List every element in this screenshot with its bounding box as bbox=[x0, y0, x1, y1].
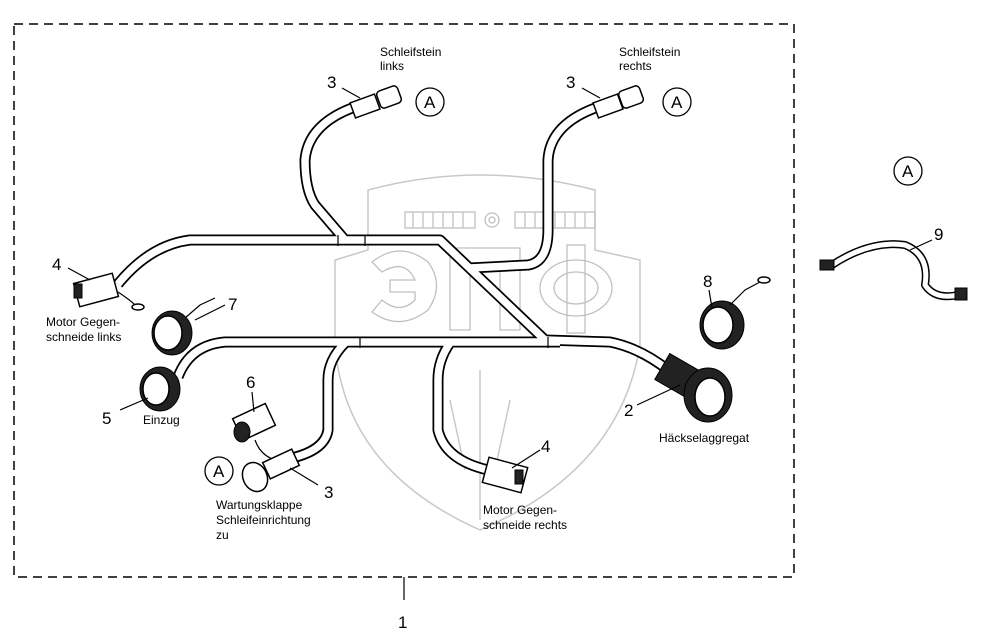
callout-number-4-right: 4 bbox=[541, 437, 550, 456]
label-schleifstein-rechts-2: rechts bbox=[619, 59, 652, 73]
callout-number-5: 5 bbox=[102, 409, 111, 428]
callout-number-4-left: 4 bbox=[52, 255, 61, 274]
connector-2 bbox=[654, 352, 733, 423]
connector-8-cap bbox=[699, 276, 771, 350]
label-motor-links-1: Motor Gegen- bbox=[46, 315, 120, 329]
connector-3-left bbox=[349, 85, 403, 119]
callout-number-3-right: 3 bbox=[566, 73, 575, 92]
watermark-logo bbox=[334, 174, 641, 531]
ref-a-right: A bbox=[662, 87, 692, 117]
watermark-top-lettering bbox=[404, 211, 596, 229]
label-wartungsklappe-1: Wartungsklappe bbox=[216, 498, 303, 512]
callout-number-7: 7 bbox=[228, 295, 237, 314]
label-schleifstein-links-1: Schleifstein bbox=[380, 45, 441, 59]
connector-7-cap bbox=[151, 297, 216, 356]
svg-text:A: A bbox=[213, 462, 225, 481]
label-wartungsklappe-3: zu bbox=[216, 528, 229, 542]
connector-4-right bbox=[481, 456, 529, 494]
ref-a-part-9: A bbox=[893, 156, 923, 186]
callout-number-9: 9 bbox=[934, 225, 943, 244]
label-haeckselaggregat: Häckselaggregat bbox=[659, 431, 750, 445]
label-wartungsklappe-2: Schleifeinrichtung bbox=[216, 513, 311, 527]
ref-a-bottom: A bbox=[204, 456, 234, 486]
svg-text:A: A bbox=[424, 93, 436, 112]
connector-3-bottom bbox=[241, 448, 301, 493]
connector-5 bbox=[139, 366, 181, 412]
callout-labels: Schleifstein links Schleifstein rechts M… bbox=[46, 45, 750, 542]
callout-number-8: 8 bbox=[703, 272, 712, 291]
connector-6 bbox=[231, 402, 286, 463]
harness-cables bbox=[113, 102, 959, 476]
label-motor-links-2: schneide links bbox=[46, 330, 121, 344]
assembly-frame bbox=[13, 23, 795, 578]
callout-number-3-bottom: 3 bbox=[324, 483, 333, 502]
label-motor-rechts-1: Motor Gegen- bbox=[483, 503, 557, 517]
connector-4-left bbox=[72, 272, 145, 311]
label-motor-rechts-2: schneide rechts bbox=[483, 518, 567, 532]
svg-text:A: A bbox=[902, 162, 914, 181]
callout-numbers: 3 3 4 7 5 6 3 4 8 2 9 bbox=[52, 73, 943, 502]
watermark-letter-e bbox=[371, 250, 438, 323]
reference-markers: A A A A bbox=[204, 87, 923, 486]
watermark-letter-f bbox=[539, 244, 613, 334]
leader-lines bbox=[67, 87, 933, 486]
callout-number-2: 2 bbox=[624, 401, 633, 420]
label-einzug: Einzug bbox=[143, 413, 180, 427]
connector-9 bbox=[819, 259, 968, 301]
svg-text:A: A bbox=[671, 93, 683, 112]
callout-number-1: 1 bbox=[398, 613, 407, 632]
callout-number-3-left: 3 bbox=[327, 73, 336, 92]
ref-a-left: A bbox=[415, 87, 445, 117]
label-schleifstein-links-2: links bbox=[380, 59, 404, 73]
label-schleifstein-rechts-1: Schleifstein bbox=[619, 45, 680, 59]
callout-number-6: 6 bbox=[246, 373, 255, 392]
connector-3-right bbox=[592, 85, 645, 119]
